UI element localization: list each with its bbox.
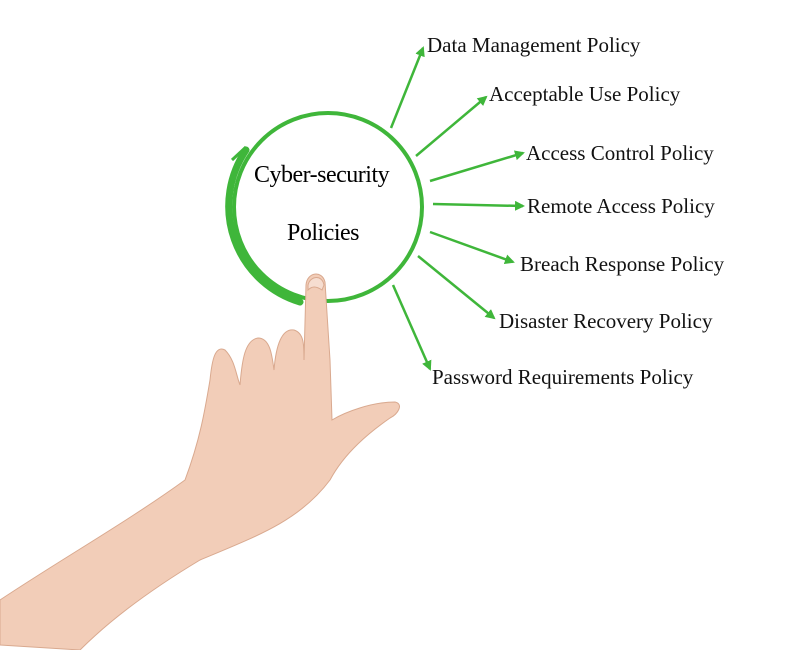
policy-acceptable-use: Acceptable Use Policy [489, 82, 681, 106]
policy-breach-response: Breach Response Policy [520, 252, 725, 276]
policy-remote-access: Remote Access Policy [527, 194, 715, 218]
arrow-3 [429, 150, 525, 183]
arrow-4 [432, 200, 525, 211]
arrow-6 [417, 255, 496, 320]
center-circle [225, 111, 424, 306]
policy-data-management: Data Management Policy [427, 33, 641, 57]
policy-password-requirements: Password Requirements Policy [432, 365, 694, 389]
arrow-2 [415, 95, 488, 157]
hand-illustration [0, 273, 400, 650]
arrow-7 [391, 284, 432, 371]
center-title-line1: Cyber-security [254, 162, 390, 188]
policy-access-control: Access Control Policy [526, 141, 714, 165]
arrows [389, 46, 525, 371]
arrow-1 [389, 46, 425, 129]
center-title-line2: Policies [287, 220, 360, 246]
policy-disaster-recovery: Disaster Recovery Policy [499, 309, 713, 333]
arrow-5 [429, 230, 515, 264]
